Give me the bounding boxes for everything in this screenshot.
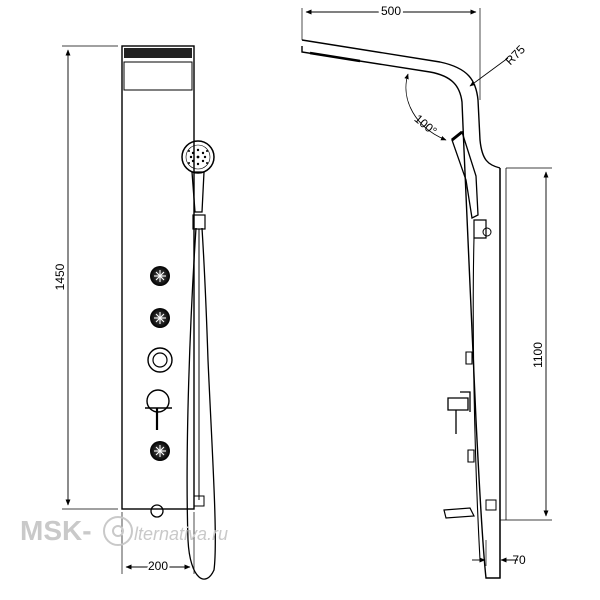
dim-side-depth-label: 70 bbox=[512, 553, 526, 567]
front-rain-head bbox=[124, 48, 192, 58]
dim-side-height: 1100 bbox=[500, 167, 552, 521]
side-view: 500 R75 100° 1100 70 bbox=[301, 2, 552, 579]
watermark-text-left: MSK- bbox=[20, 515, 92, 546]
side-overhead-arm bbox=[301, 39, 501, 169]
hand-shower-handle bbox=[191, 171, 205, 213]
body-jet-2 bbox=[150, 308, 170, 328]
bottom-outlet bbox=[150, 504, 164, 518]
side-mixer bbox=[447, 391, 471, 434]
dim-panel-width: 200 bbox=[121, 512, 195, 575]
watermark-text-right: lternativa.ru bbox=[134, 524, 228, 544]
side-bottom-connector bbox=[485, 499, 497, 511]
dim-side-depth: 70 bbox=[472, 540, 526, 567]
dim-head-radius: R75 bbox=[469, 42, 528, 87]
side-overhead-arm-lower bbox=[301, 46, 465, 151]
front-panel-body bbox=[121, 45, 195, 510]
side-spout bbox=[443, 507, 475, 519]
watermark: MSK- lternativa.ru bbox=[20, 515, 228, 546]
side-hand-shower-face bbox=[451, 130, 463, 142]
dim-panel-height-label: 1450 bbox=[53, 263, 67, 290]
dim-side-height-label: 1100 bbox=[531, 342, 545, 368]
side-jet-2 bbox=[467, 449, 475, 463]
side-hose bbox=[472, 237, 481, 561]
shower-hose bbox=[186, 227, 216, 580]
hand-shower-face bbox=[185, 144, 211, 170]
front-view: 1450 200 bbox=[53, 45, 216, 580]
watermark-at-icon bbox=[103, 516, 133, 546]
hand-shower-holes-icon bbox=[188, 148, 208, 166]
body-jet-1 bbox=[150, 266, 170, 286]
dim-head-angle: 100° bbox=[404, 73, 447, 141]
hose-connector bbox=[193, 495, 205, 507]
mixer-lever bbox=[145, 389, 172, 430]
side-head-face bbox=[309, 51, 361, 63]
dim-head-reach: 500 bbox=[301, 2, 481, 100]
dim-head-angle-label: 100° bbox=[412, 112, 440, 139]
dim-head-radius-label: R75 bbox=[502, 42, 528, 68]
front-rain-head-tray bbox=[123, 61, 193, 91]
dim-panel-height: 1450 bbox=[53, 45, 118, 510]
body-jet-3 bbox=[150, 441, 170, 461]
side-jet-1 bbox=[465, 351, 473, 365]
slide-holder bbox=[192, 214, 206, 230]
diverter-knob bbox=[147, 347, 173, 373]
side-holder bbox=[473, 219, 487, 239]
hand-shower-head bbox=[181, 140, 215, 174]
dim-panel-width-label: 200 bbox=[148, 559, 168, 573]
dim-head-reach-label: 500 bbox=[381, 4, 401, 18]
